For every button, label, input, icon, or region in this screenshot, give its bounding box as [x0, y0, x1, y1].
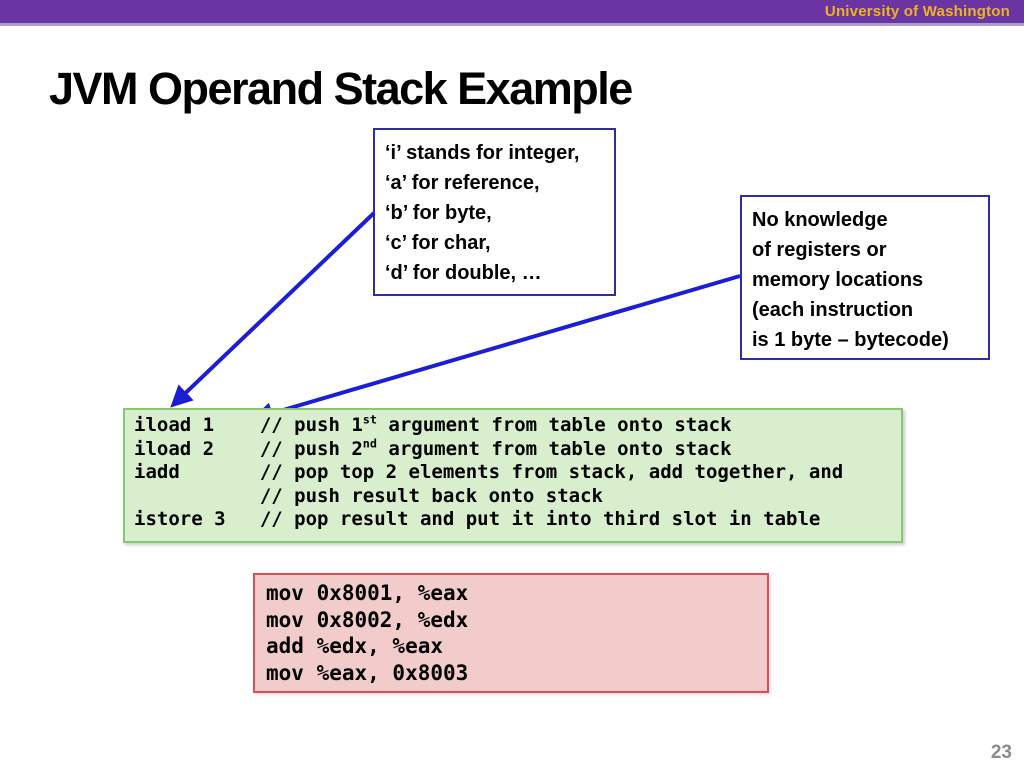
text-line: istore 3 // pop result and put it into t… [134, 508, 821, 530]
page-number: 23 [990, 742, 1012, 763]
text-line: ‘c’ for char, [385, 232, 491, 254]
text-line: ‘b’ for byte, [385, 202, 492, 224]
text-line: ‘i’ stands for integer, [385, 142, 580, 164]
text-line: mov %eax, 0x8003 [266, 660, 469, 685]
text-line: of registers or [752, 239, 887, 261]
text-line: iadd // pop top 2 elements from stack, a… [134, 461, 844, 483]
text-line: (each instruction [752, 299, 914, 321]
text-line: memory locations [752, 269, 924, 291]
callout-bytecode-letter-types: ‘i’ stands for integer, ‘a’ for reference… [373, 128, 616, 296]
text-line: is 1 byte – bytecode) [752, 329, 949, 351]
text-line: ‘a’ for reference, [385, 172, 540, 194]
text-line: iload 1 // push 1st argument from table … [134, 412, 732, 436]
text-line: mov 0x8001, %eax [266, 581, 469, 605]
arrow-knowledge-note-to-bytecode [251, 274, 741, 424]
callout-no-register-knowledge: No knowledge of registers or memory locati… [740, 195, 990, 360]
text-line: mov 0x8002, %edx [266, 607, 469, 632]
text-line: ‘d’ for double, … [385, 262, 542, 284]
text-line: add %edx, %eax [266, 634, 444, 658]
institution-label: University of Washington [824, 2, 1010, 20]
arrow-types-note-to-bytecode [170, 211, 376, 408]
text-line: iload 2 // push 2nd argument from table … [134, 436, 732, 460]
text-line: // push result back onto stack [134, 484, 603, 507]
page-title: JVM Operand Stack Example [49, 63, 633, 114]
text-line: No knowledge [752, 209, 888, 231]
bytecode-code-box: iload 1 // push 1st argument from table … [123, 408, 903, 543]
header-bar: University of Washington [0, 0, 1024, 26]
